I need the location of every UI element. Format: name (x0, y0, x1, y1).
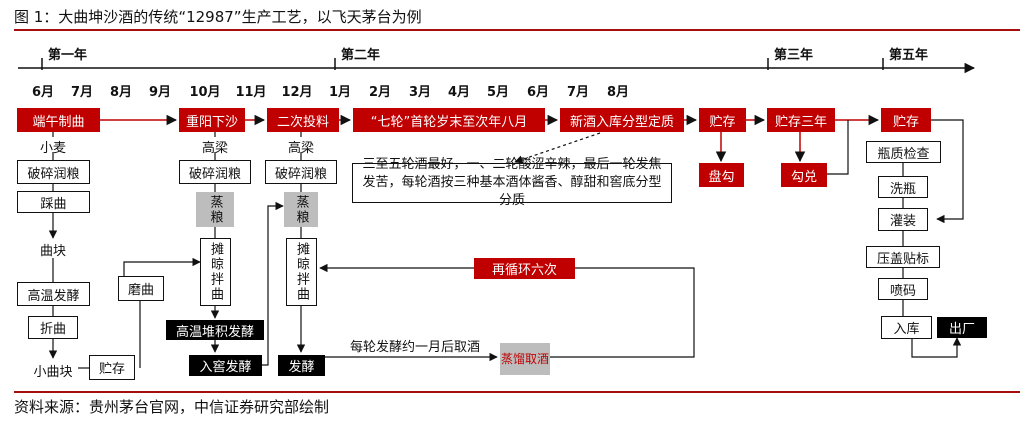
stage-xinjiu-ruku: 新酒入库分型定质 (560, 108, 684, 132)
month-label: 7月 (566, 85, 590, 100)
caiqu-box: 踩曲 (17, 191, 90, 213)
figure-title: 图 1：大曲坤沙酒的传统“12987”生产工艺，以飞天茅台为例 (14, 8, 422, 26)
col2-gaoliang-label: 高梁 (201, 141, 228, 156)
chuchang-box: 出厂 (937, 317, 987, 338)
year-label-2: 第二年 (341, 48, 381, 63)
penma-box: 喷码 (878, 278, 928, 300)
figure-source: 资料来源：贵州茅台官网，中信证券研究部绘制 (14, 398, 330, 416)
month-label: 3月 (408, 85, 432, 100)
moqu-box: 磨曲 (118, 276, 164, 301)
month-label: 11月 (235, 85, 267, 100)
col3-gaoliang-label: 高梁 (287, 141, 314, 156)
stage-zhucun-5: 贮存 (881, 108, 931, 132)
col1-zhucun-box: 贮存 (89, 355, 135, 380)
xiaomai-label: 小麦 (39, 141, 66, 156)
col2-posui-box: 破碎润粮 (179, 160, 251, 184)
stage-qilun: “七轮”首轮岁末至次年八月 (353, 108, 545, 132)
rujiao-fajiao-box: 入窖发酵 (189, 355, 262, 376)
title-rule (14, 29, 1020, 31)
col3-posui-box: 破碎润粮 (265, 160, 337, 184)
gouwei-box: 勾兑 (781, 163, 827, 187)
distill-box: 蒸馏取酒 (500, 343, 550, 375)
stage-chongyang-xiasha: 重阳下沙 (179, 108, 245, 132)
xiaoqukuai-label: 小曲块 (33, 365, 73, 380)
stage-duanwu-zhiqu: 端午制曲 (17, 108, 100, 132)
col3-tanliang-box: 摊晾拌曲 (286, 238, 317, 306)
pingzhi-jiancha-box: 瓶质检查 (866, 141, 941, 163)
month-label: 8月 (109, 85, 133, 100)
col2-tanliang-box: 摊晾拌曲 (200, 238, 231, 306)
monthly-label: 每轮发酵约一月后取酒 (349, 340, 480, 355)
month-label: 9月 (148, 85, 172, 100)
month-label: 2月 (368, 85, 392, 100)
col3-fajiao-box: 发酵 (278, 355, 325, 376)
stage-zhucun-1: 贮存 (699, 108, 746, 132)
xiping-box: 洗瓶 (878, 176, 928, 198)
stage-zhucun-3: 贮存三年 (767, 108, 835, 132)
month-label: 8月 (606, 85, 630, 100)
qukuai-label: 曲块 (39, 244, 66, 259)
month-label: 7月 (70, 85, 94, 100)
ruku-box: 入库 (881, 316, 932, 339)
year-label-3: 第三年 (774, 48, 814, 63)
stage-erci-touliao: 二次投料 (267, 108, 339, 132)
month-label: 5月 (486, 85, 510, 100)
quality-note: 三至五轮酒最好，一、二轮酸涩辛辣，最后一轮发焦发苦，每轮酒按三种基本酒体酱香、醇… (352, 157, 672, 208)
month-label: 10月 (189, 85, 221, 100)
source-rule (14, 391, 1020, 393)
yagai-tiebiao-box: 压盖贴标 (866, 246, 940, 268)
month-label: 12月 (281, 85, 313, 100)
month-label: 6月 (526, 85, 550, 100)
guanzhuang-box: 灌装 (878, 208, 928, 231)
month-label: 4月 (447, 85, 471, 100)
year-label-5: 第五年 (889, 48, 929, 63)
year-label-1: 第一年 (48, 48, 88, 63)
gaowen-duiji-box: 高温堆积发酵 (166, 320, 264, 340)
pangou-box: 盘勾 (699, 163, 744, 187)
col3-zhengliang-box: 蒸粮 (284, 192, 318, 227)
zhequ-box: 折曲 (28, 316, 78, 339)
col2-zhengliang-box: 蒸粮 (196, 192, 234, 227)
gaowen-fajiao-box: 高温发酵 (17, 282, 90, 306)
zaixunhuan-box: 再循环六次 (474, 258, 575, 279)
month-label: 1月 (328, 85, 352, 100)
month-label: 6月 (31, 85, 55, 100)
col1-posui-box: 破碎润粮 (17, 160, 90, 184)
